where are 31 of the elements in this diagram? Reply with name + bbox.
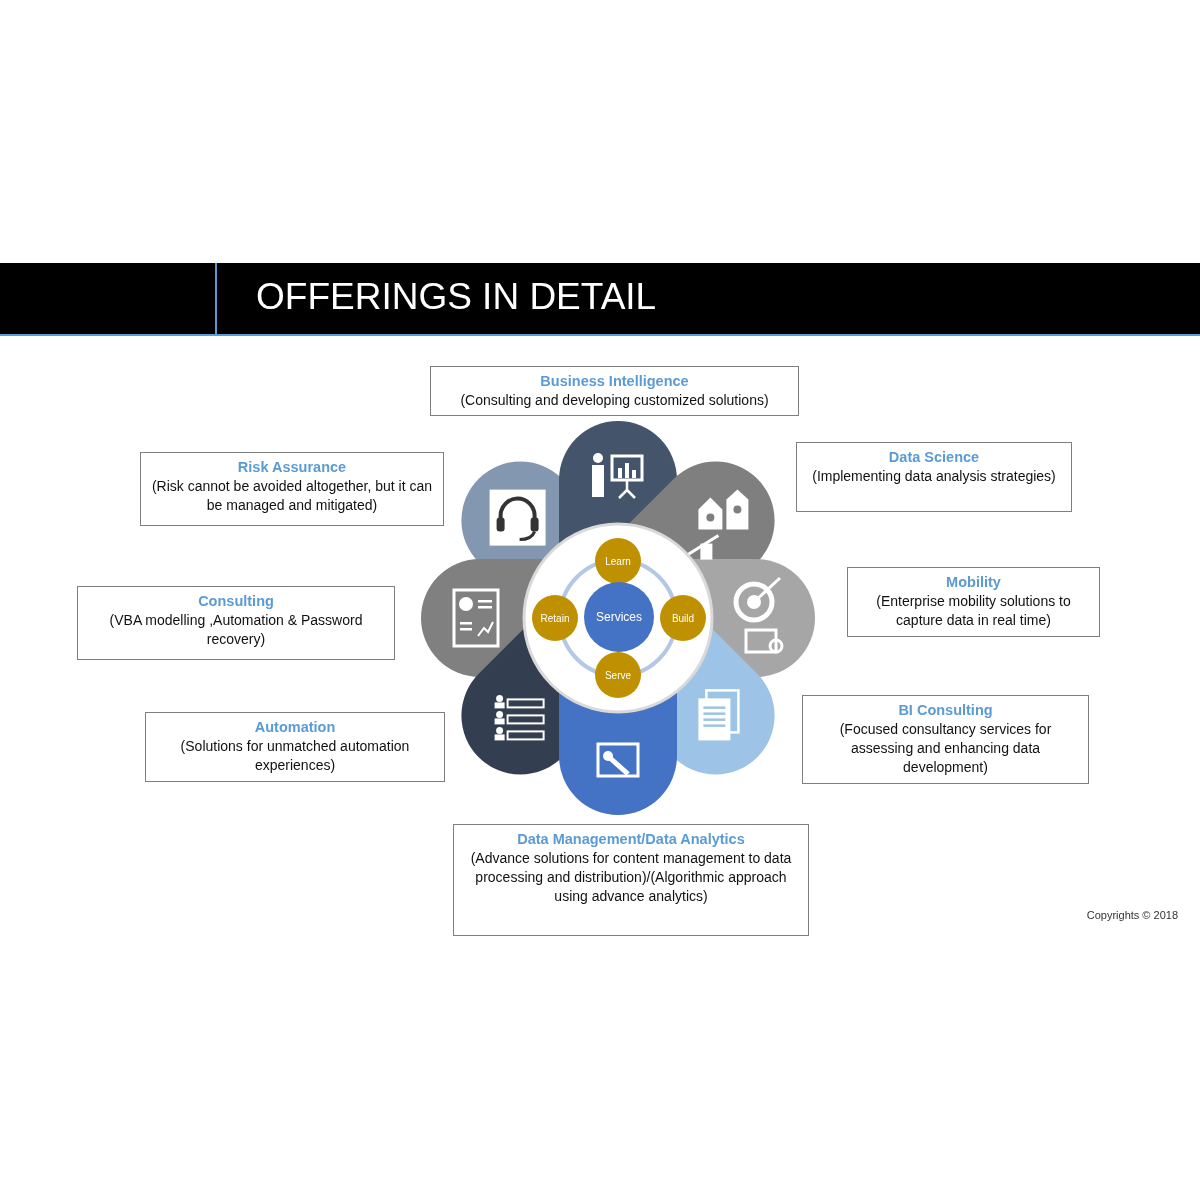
heading-text: Business Intelligence	[540, 372, 689, 391]
description-text: (Enterprise mobility solutions to capture data in real time)	[875, 592, 1072, 630]
description-box	[145, 712, 445, 782]
heading-text: Automation	[254, 718, 336, 737]
circle-label: Serve	[604, 669, 632, 681]
circle-label: Retain	[540, 612, 570, 624]
description-text: (Solutions for unmatched automation experiences)	[179, 737, 411, 775]
description-text: (VBA modelling ,Automation & Password recovery)	[108, 611, 364, 649]
heading-text: Data Management/Data Analytics	[517, 830, 745, 849]
circle-label: Learn	[605, 555, 631, 567]
description-text: (Advance solutions for content management to data processing and distribution)/(Algorithmic approach using advance analytics)	[469, 849, 793, 906]
description-box	[802, 695, 1089, 784]
heading-text: BI Consulting	[898, 701, 993, 720]
description-text: (Risk cannot be avoided altogether, but it can be managed and mitigated)	[150, 477, 434, 515]
description-box	[453, 824, 809, 936]
description-box	[430, 366, 799, 416]
page-title: OFFERINGS IN DETAIL	[256, 275, 657, 319]
description-text: (Implementing data analysis strategies)	[812, 467, 1056, 486]
heading-text: Consulting	[198, 592, 274, 611]
circle-label: Services	[596, 610, 642, 624]
heading-text: Data Science	[888, 448, 980, 467]
copyright-note: Copyrights © 2018	[1086, 909, 1178, 921]
circle-label: Build	[671, 612, 695, 624]
heading-text: Risk Assurance	[237, 458, 347, 477]
description-box	[847, 567, 1100, 637]
description-box	[140, 452, 444, 526]
description-box	[796, 442, 1072, 512]
heading-text: Mobility	[946, 573, 1001, 592]
description-text: (Focused consultancy services for assessing and enhancing data development)	[838, 720, 1053, 777]
description-box	[77, 586, 395, 660]
description-text: (Consulting and developing customized solutions)	[460, 391, 769, 410]
